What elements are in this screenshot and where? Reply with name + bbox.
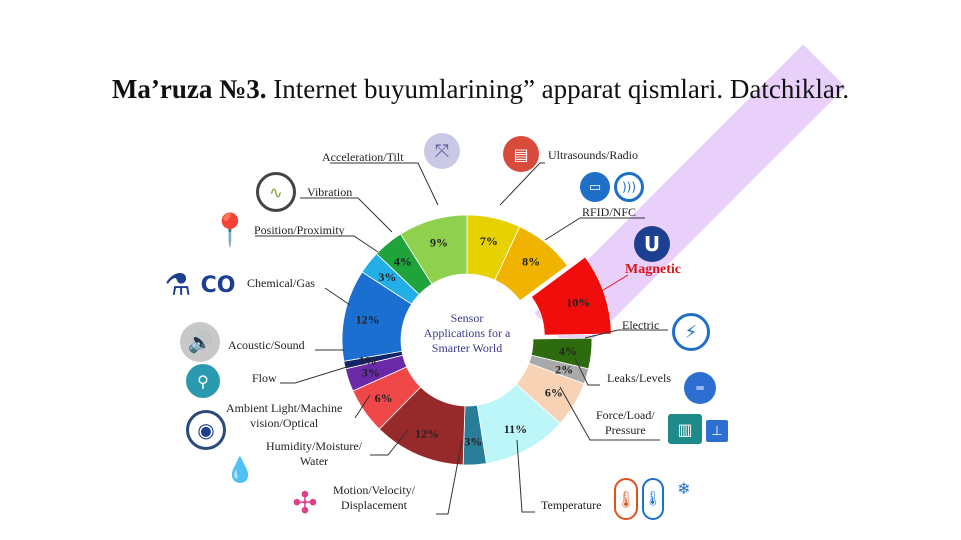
rfid-card-icon: ▭ bbox=[580, 172, 610, 202]
magnet-icon: U bbox=[634, 226, 670, 262]
leader-force bbox=[559, 386, 660, 441]
label-humidity-1: Humidity/Moisture/ bbox=[266, 439, 362, 453]
snowflake-icon: ❄ bbox=[674, 478, 694, 498]
thermometer-hot-icon: 🌡 bbox=[614, 478, 638, 520]
pinwheel-icon: ✣ bbox=[286, 484, 324, 522]
title-bold: Ma’ruza №3. bbox=[111, 74, 267, 104]
label-humidity: Humidity/Moisture/Water bbox=[266, 439, 362, 469]
leader-temperature bbox=[516, 439, 535, 513]
label-ambient-2: vision/Optical bbox=[250, 416, 319, 430]
pipe-level-icon: ═ bbox=[684, 372, 716, 404]
label-ultrasounds: Ultrasounds/Radio bbox=[548, 148, 638, 162]
pct-label: 3% bbox=[362, 366, 380, 380]
co-icon: CO bbox=[196, 269, 240, 301]
leader-flow bbox=[280, 365, 351, 384]
leader-magnetic bbox=[599, 274, 629, 293]
pct-label: 12% bbox=[415, 426, 439, 440]
leader-acceleration bbox=[330, 162, 439, 206]
pct-label: 7% bbox=[480, 234, 498, 248]
leader-electric bbox=[584, 329, 668, 339]
label-acceleration: Acceleration/Tilt bbox=[322, 150, 404, 164]
label-humidity-2: Water bbox=[299, 454, 329, 468]
acceleration-icon: ⤧ bbox=[424, 133, 460, 169]
label-motion-2: Displacement bbox=[341, 498, 407, 512]
leader-position bbox=[255, 235, 379, 253]
pct-label: 10% bbox=[566, 295, 590, 309]
lightning-icon: ⚡ bbox=[672, 313, 710, 351]
label-rfid: RFID/NFC bbox=[582, 205, 637, 219]
label-flow: Flow bbox=[252, 371, 277, 385]
pct-label: 1% bbox=[359, 353, 377, 367]
label-force-1: Force/Load/ bbox=[596, 408, 655, 422]
center-label-3: Smarter World bbox=[432, 341, 502, 355]
leader-motion bbox=[436, 439, 463, 515]
label-magnetic: Magnetic bbox=[625, 262, 681, 277]
speaker-icon: 🔊 bbox=[180, 322, 220, 362]
label-vibration: Vibration bbox=[307, 185, 353, 199]
eye-icon: ◉ bbox=[186, 410, 226, 450]
leader-ultrasounds bbox=[499, 162, 545, 206]
pct-label: 9% bbox=[430, 235, 448, 249]
leader-humidity bbox=[370, 429, 409, 456]
label-position: Position/Proximity bbox=[254, 223, 345, 237]
flask-icon: ⚗ bbox=[160, 265, 196, 305]
pct-label: 12% bbox=[356, 313, 380, 327]
label-electric: Electric bbox=[622, 318, 660, 332]
center-label-2: Applications for a bbox=[424, 326, 511, 340]
label-force: Force/Load/Pressure bbox=[596, 408, 655, 438]
pct-label: 6% bbox=[375, 391, 393, 405]
label-ambient-1: Ambient Light/Machine bbox=[226, 401, 343, 415]
label-motion: Motion/Velocity/Displacement bbox=[333, 483, 415, 513]
pct-label: 8% bbox=[522, 254, 540, 268]
vibration-wave-icon: ∿ bbox=[256, 172, 296, 212]
pct-label: 3% bbox=[378, 270, 396, 284]
title-rest: Internet buyumlarining” apparat qismlari… bbox=[266, 74, 850, 104]
container-icon: ▥ bbox=[668, 414, 702, 444]
leader-chemical bbox=[324, 287, 351, 306]
leader-vibration bbox=[300, 197, 393, 233]
label-motion-1: Motion/Velocity/ bbox=[333, 483, 415, 497]
water-drops-icon: 💧 bbox=[218, 452, 262, 488]
label-leaks: Leaks/Levels bbox=[607, 371, 671, 385]
pct-label: 4% bbox=[394, 254, 412, 268]
label-temperature: Temperature bbox=[541, 498, 602, 512]
leader-leaks bbox=[574, 357, 600, 386]
radio-icon: ▤ bbox=[503, 136, 539, 172]
leader-ambient bbox=[354, 394, 371, 419]
pressure-icon: ⊥ bbox=[706, 420, 728, 442]
pct-label: 2% bbox=[555, 363, 573, 377]
label-acoustic: Acoustic/Sound bbox=[228, 338, 305, 352]
pct-label: 4% bbox=[559, 344, 577, 358]
pct-label: 3% bbox=[464, 434, 482, 448]
donut-hole bbox=[401, 274, 533, 406]
pct-label: 11% bbox=[504, 422, 527, 436]
leader-rfid bbox=[544, 217, 645, 241]
slice-magnetic bbox=[530, 256, 612, 336]
center-label-1: Sensor bbox=[451, 311, 484, 325]
slide-title: Ma’ruza №3. Internet buyumlarining” appa… bbox=[0, 74, 961, 105]
nfc-icon: ))) bbox=[614, 172, 644, 202]
pct-label: 6% bbox=[545, 386, 563, 400]
faucet-icon: ⚲ bbox=[186, 364, 220, 398]
thermometer-cold-icon: 🌡 bbox=[642, 478, 664, 520]
location-pin-icon: 📍 bbox=[210, 210, 250, 250]
label-chemical: Chemical/Gas bbox=[247, 276, 315, 290]
label-force-2: Pressure bbox=[604, 423, 646, 437]
